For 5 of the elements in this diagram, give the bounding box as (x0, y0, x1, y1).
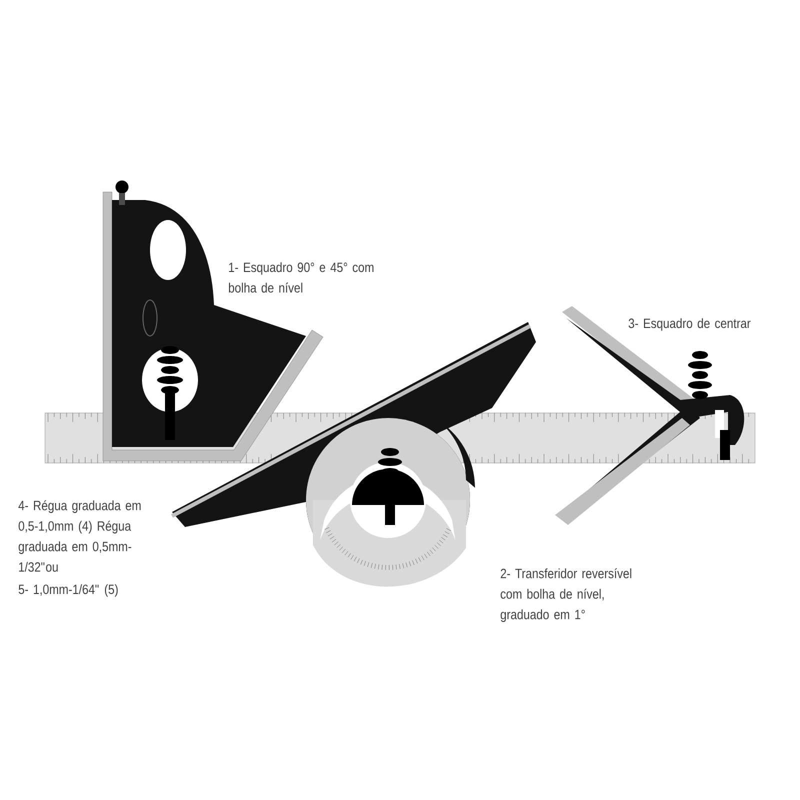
callout-text: 1- Esquadro 90° e 45° com bolha de nível (228, 262, 374, 293)
callout-text: 3- Esquadro de centrar (628, 318, 751, 331)
callout-text: 5- 1,0mm-1/64" (5) (18, 584, 118, 597)
callout-text: 2- Transferidor reversível com bolha de nível, graduado em 1° (500, 568, 632, 622)
callout-text: 4- Régua graduada em 0,5-1,0mm (4) Régua graduada em 0,5mm-1/32"ou (18, 500, 141, 572)
